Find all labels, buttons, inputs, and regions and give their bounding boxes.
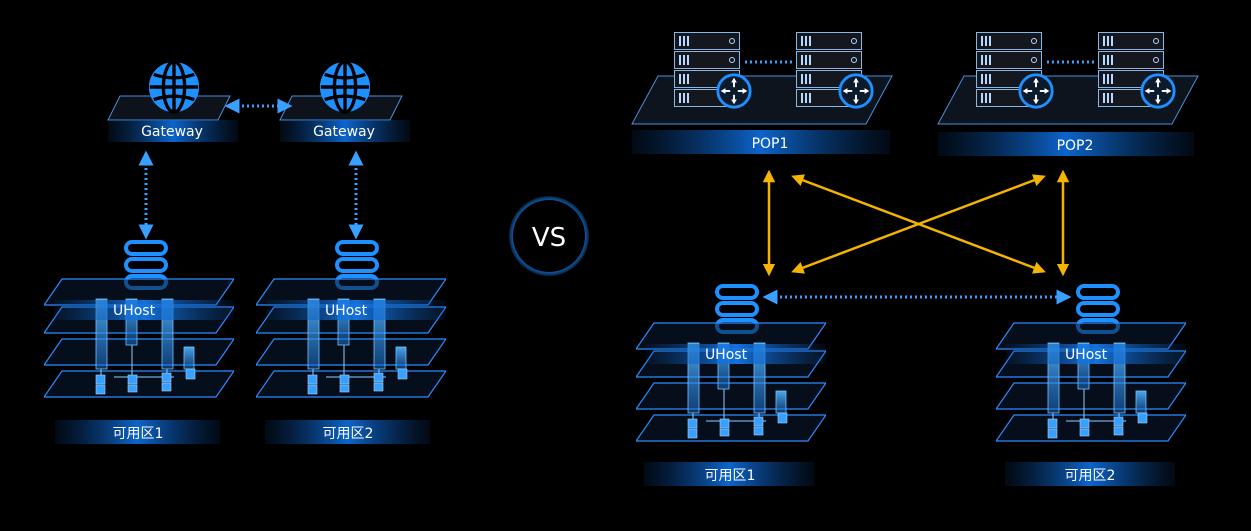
router-icon: [1140, 73, 1176, 109]
server-icon: [674, 32, 740, 50]
gateway-label-bar: [108, 120, 238, 142]
uhost-label: UHost: [113, 303, 156, 319]
pop-label-bar: [938, 132, 1194, 156]
right-architecture: POP1 POP2: [631, 32, 1199, 486]
server-icon: [796, 51, 862, 69]
uhost-label-bar: [54, 300, 234, 320]
router-icon: [716, 73, 752, 109]
server-icon: [976, 51, 1042, 69]
globe-icon: [318, 60, 372, 114]
gateway-1: Gateway: [107, 60, 238, 142]
zone-label-bar: [265, 420, 430, 444]
uhost-label-bar: [646, 344, 826, 364]
left-architecture: Gateway Gateway UHost 可用区1 UHost: [44, 60, 446, 444]
zone-layers: [256, 278, 446, 398]
zone-layers: [636, 322, 826, 442]
server-icon: [1098, 51, 1164, 69]
server-icon: [976, 32, 1042, 50]
server-icon: [674, 51, 740, 69]
zone-label-bar: [55, 420, 220, 444]
pop2-zone1-link: [791, 174, 1046, 274]
uhost-label: UHost: [705, 347, 748, 363]
zone-label: 可用区2: [1065, 468, 1116, 484]
uhost-label-bar: [266, 300, 446, 320]
pop-1: POP1: [631, 32, 893, 154]
router-icon: [1018, 73, 1054, 109]
pop-label-bar: [632, 130, 890, 154]
zone-label-bar: [644, 462, 814, 486]
server-icon: [796, 32, 862, 50]
zone-label: 可用区2: [323, 426, 374, 442]
gateway-label: Gateway: [141, 124, 203, 140]
availability-zone-1: UHost 可用区1: [44, 240, 234, 444]
zone-label-bar: [1005, 462, 1175, 486]
globe-icon: [147, 60, 201, 114]
zone-label: 可用区1: [113, 426, 164, 442]
zone-layers: [44, 278, 234, 398]
gateway-label-bar: [280, 120, 410, 142]
uhost-label: UHost: [1065, 347, 1108, 363]
router-icon: [838, 73, 874, 109]
zone-label: 可用区1: [705, 468, 756, 484]
uhost-label-bar: [1006, 344, 1186, 364]
pop-label: POP2: [1057, 138, 1094, 154]
availability-zone-2-right: UHost 可用区2: [996, 284, 1186, 486]
uhost-label: UHost: [325, 303, 368, 319]
zone-layers: [996, 322, 1186, 442]
pop-zone-links: [762, 169, 1070, 277]
availability-zone-1-right: UHost 可用区1: [636, 284, 826, 486]
vs-label: VS: [532, 223, 566, 253]
vs-badge: VS: [509, 196, 589, 276]
gateway-2: Gateway: [279, 60, 410, 142]
server-icon: [1098, 32, 1164, 50]
availability-zone-2: UHost 可用区2: [256, 240, 446, 444]
pop-label: POP1: [752, 136, 789, 152]
gateway-label: Gateway: [313, 124, 375, 140]
pop-2: POP2: [937, 32, 1199, 156]
